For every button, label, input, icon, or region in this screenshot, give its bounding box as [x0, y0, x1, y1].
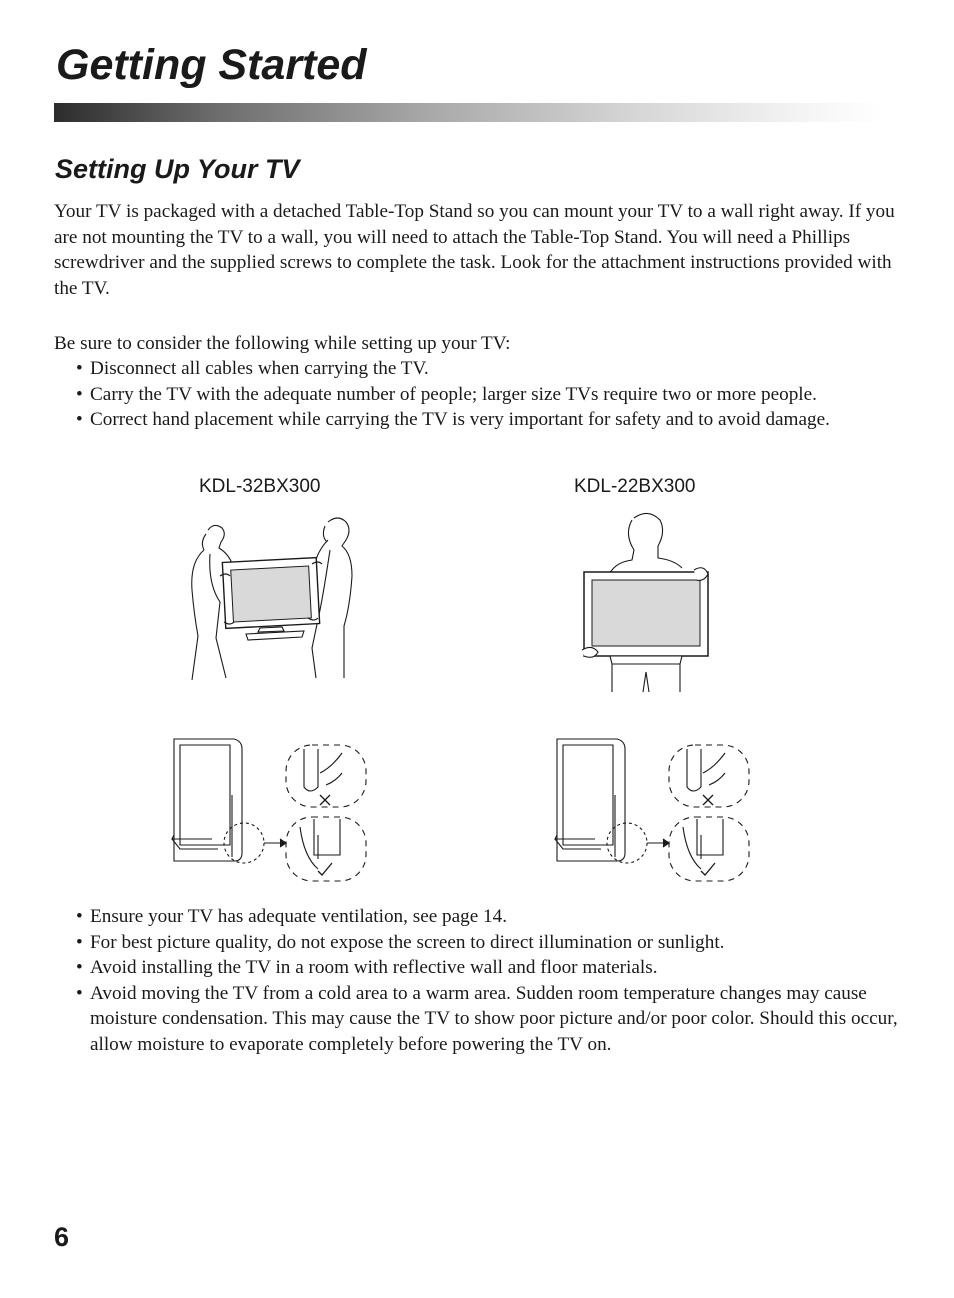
title-gradient-rule — [54, 103, 884, 122]
page-title: Getting Started — [56, 41, 367, 89]
page-number: 6 — [54, 1222, 70, 1252]
list-item: Disconnect all cables when carrying the … — [76, 356, 906, 382]
intro-paragraph: Your TV is packaged with a detached Tabl… — [54, 201, 895, 299]
two-person-carry-illustration — [191, 517, 353, 680]
hand-placement-diagram-32 — [171, 738, 367, 882]
list-item: Avoid installing the TV in a room with r… — [76, 955, 906, 981]
model-label-32: KDL-32BX300 — [199, 476, 321, 497]
list-item: Ensure your TV has adequate ventilation,… — [76, 904, 906, 930]
model-label-22: KDL-22BX300 — [574, 476, 696, 497]
section-title: Setting Up Your TV — [55, 154, 300, 184]
list-item: Carry the TV with the adequate number of… — [76, 382, 906, 408]
consider-lead: Be sure to consider the following while … — [54, 333, 511, 354]
one-person-carry-illustration — [581, 512, 709, 693]
bullet-list-top: Disconnect all cables when carrying the … — [76, 356, 906, 433]
list-item: For best picture quality, do not expose … — [76, 930, 906, 956]
hand-placement-diagram-22 — [554, 738, 750, 882]
list-item: Correct hand placement while carrying th… — [76, 407, 906, 433]
list-item: Avoid moving the TV from a cold area to … — [76, 981, 906, 1058]
bullet-list-bottom: Ensure your TV has adequate ventilation,… — [76, 904, 906, 1057]
